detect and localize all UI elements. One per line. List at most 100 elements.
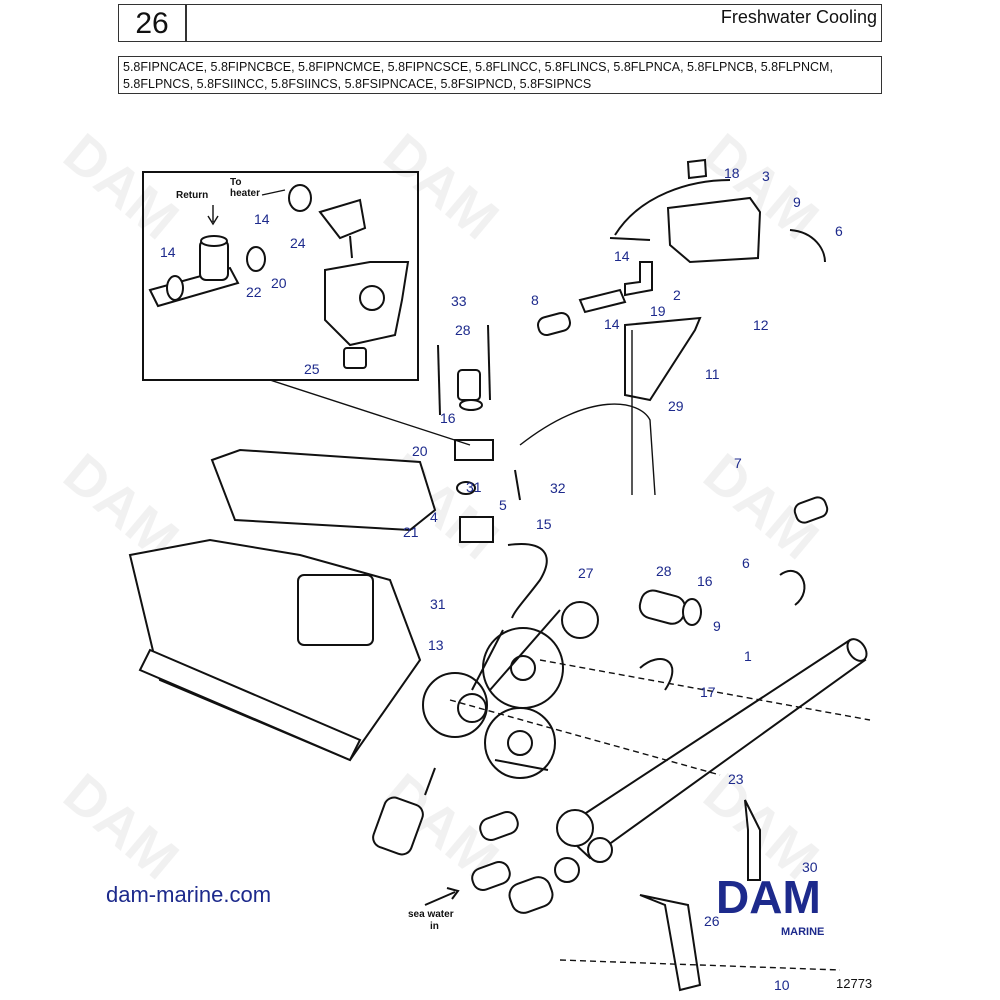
callout: 10: [774, 977, 790, 993]
page-title: Freshwater Cooling: [720, 7, 877, 27]
callout: 13: [428, 637, 444, 653]
callout: 20: [412, 443, 428, 459]
callout: 4: [430, 509, 438, 525]
leader-inset: [269, 379, 471, 446]
callout: 2: [673, 287, 681, 303]
logo-text: DAM: [716, 871, 821, 923]
figure-number: 12773: [836, 976, 873, 991]
hose-clamp-17: [639, 658, 674, 691]
sea-water-hose: [372, 796, 424, 856]
callout: 32: [550, 480, 566, 496]
callout: 27: [578, 565, 594, 581]
alignment-guides: [449, 659, 871, 971]
tank-hose-fitting: [578, 288, 627, 314]
model-list: 5.8FIPNCACE, 5.8FIPNCBCE, 5.8FIPNCMCE, 5…: [118, 56, 882, 94]
inset-clamp: [166, 275, 184, 301]
gasket-20: [454, 439, 494, 461]
drive-belt: [471, 609, 561, 771]
hose-28: [457, 369, 481, 401]
inset-plug: [343, 347, 367, 369]
sea-water-arrow-icon: [424, 887, 460, 906]
callout: 29: [668, 398, 684, 414]
engine-cover: [210, 448, 437, 532]
pump-housing-21: [459, 516, 494, 543]
return-label: Return: [176, 190, 208, 201]
elbow-2: [624, 261, 653, 297]
return-arrow-icon: [207, 205, 219, 226]
overflow-hose: [789, 229, 826, 263]
bolt-32: [514, 469, 521, 501]
callout: 6: [742, 555, 750, 571]
hose-lower-1: [479, 810, 519, 842]
heater-arrow-icon: [261, 189, 286, 196]
callout: 9: [793, 194, 801, 210]
exchanger-base: [138, 648, 362, 762]
heater-connection-inset: Return To heater: [142, 171, 419, 381]
heater-label-2: heater: [230, 188, 260, 199]
callout: 16: [697, 573, 713, 589]
callout: 6: [835, 223, 843, 239]
bolt-33b: [487, 324, 491, 401]
callout: 14: [614, 248, 630, 264]
hose-28-right: [638, 589, 687, 625]
inset-elbow: [318, 198, 367, 240]
callout: 19: [650, 303, 666, 319]
tank-bracket: [624, 316, 702, 402]
inset-clamp: [246, 246, 266, 272]
filler-cap: [686, 158, 708, 180]
dam-marine-logo: DAM MARINE: [716, 871, 824, 938]
tank-strap: [614, 179, 731, 236]
thermostat-4: [456, 481, 476, 495]
sea-water-label-1: sea water: [408, 909, 454, 920]
page-number: 26: [118, 4, 186, 42]
hose-lower-3: [508, 876, 554, 914]
callout: 31: [430, 596, 446, 612]
callout: 12: [753, 317, 769, 333]
callout: 11: [705, 366, 720, 382]
callout: 5: [499, 497, 507, 513]
callout: 22: [246, 284, 262, 300]
sea-water-label-2: in: [430, 921, 439, 932]
inset-hose-end: [288, 184, 312, 212]
end-cap: [556, 809, 594, 847]
watermark: DAM: [52, 761, 190, 891]
callout: 28: [455, 322, 471, 338]
callout: 16: [440, 410, 456, 426]
exchanger-cover: [297, 574, 374, 646]
hose-8: [537, 311, 571, 337]
callout: 24: [290, 235, 306, 251]
callout: 20: [271, 275, 287, 291]
callout: 3: [762, 168, 770, 184]
callout: 21: [403, 524, 419, 540]
title-box: Freshwater Cooling: [186, 4, 882, 42]
callout: 14: [160, 244, 176, 260]
idler-pulley: [561, 601, 599, 639]
inset-thread: [349, 235, 353, 259]
callout: 26: [704, 913, 720, 929]
callout: 33: [451, 293, 467, 309]
callout: 18: [724, 165, 740, 181]
callout: 28: [656, 563, 672, 579]
intake-outline: [519, 403, 656, 496]
callout: 17: [700, 684, 716, 700]
bypass-hose: [507, 543, 548, 619]
watermark: DAM: [372, 121, 510, 251]
callout: 23: [728, 771, 744, 787]
callout: 30: [802, 859, 818, 875]
main-assembly: [128, 158, 871, 992]
logo-subtext: MARINE: [781, 926, 824, 938]
callout: 8: [531, 292, 539, 308]
callout: 14: [604, 316, 620, 332]
callout: 14: [254, 211, 270, 227]
hose-clamp-upper: [779, 569, 806, 606]
bracket-26: [639, 894, 702, 992]
website-link[interactable]: dam-marine.com: [106, 882, 272, 907]
callout: 7: [734, 455, 742, 471]
leader: [424, 767, 436, 796]
hose-upper-right: [793, 496, 829, 524]
callout: 1: [744, 648, 752, 664]
callout: 15: [536, 516, 552, 532]
callout: 25: [304, 361, 320, 377]
hose-lower-2: [471, 860, 511, 892]
